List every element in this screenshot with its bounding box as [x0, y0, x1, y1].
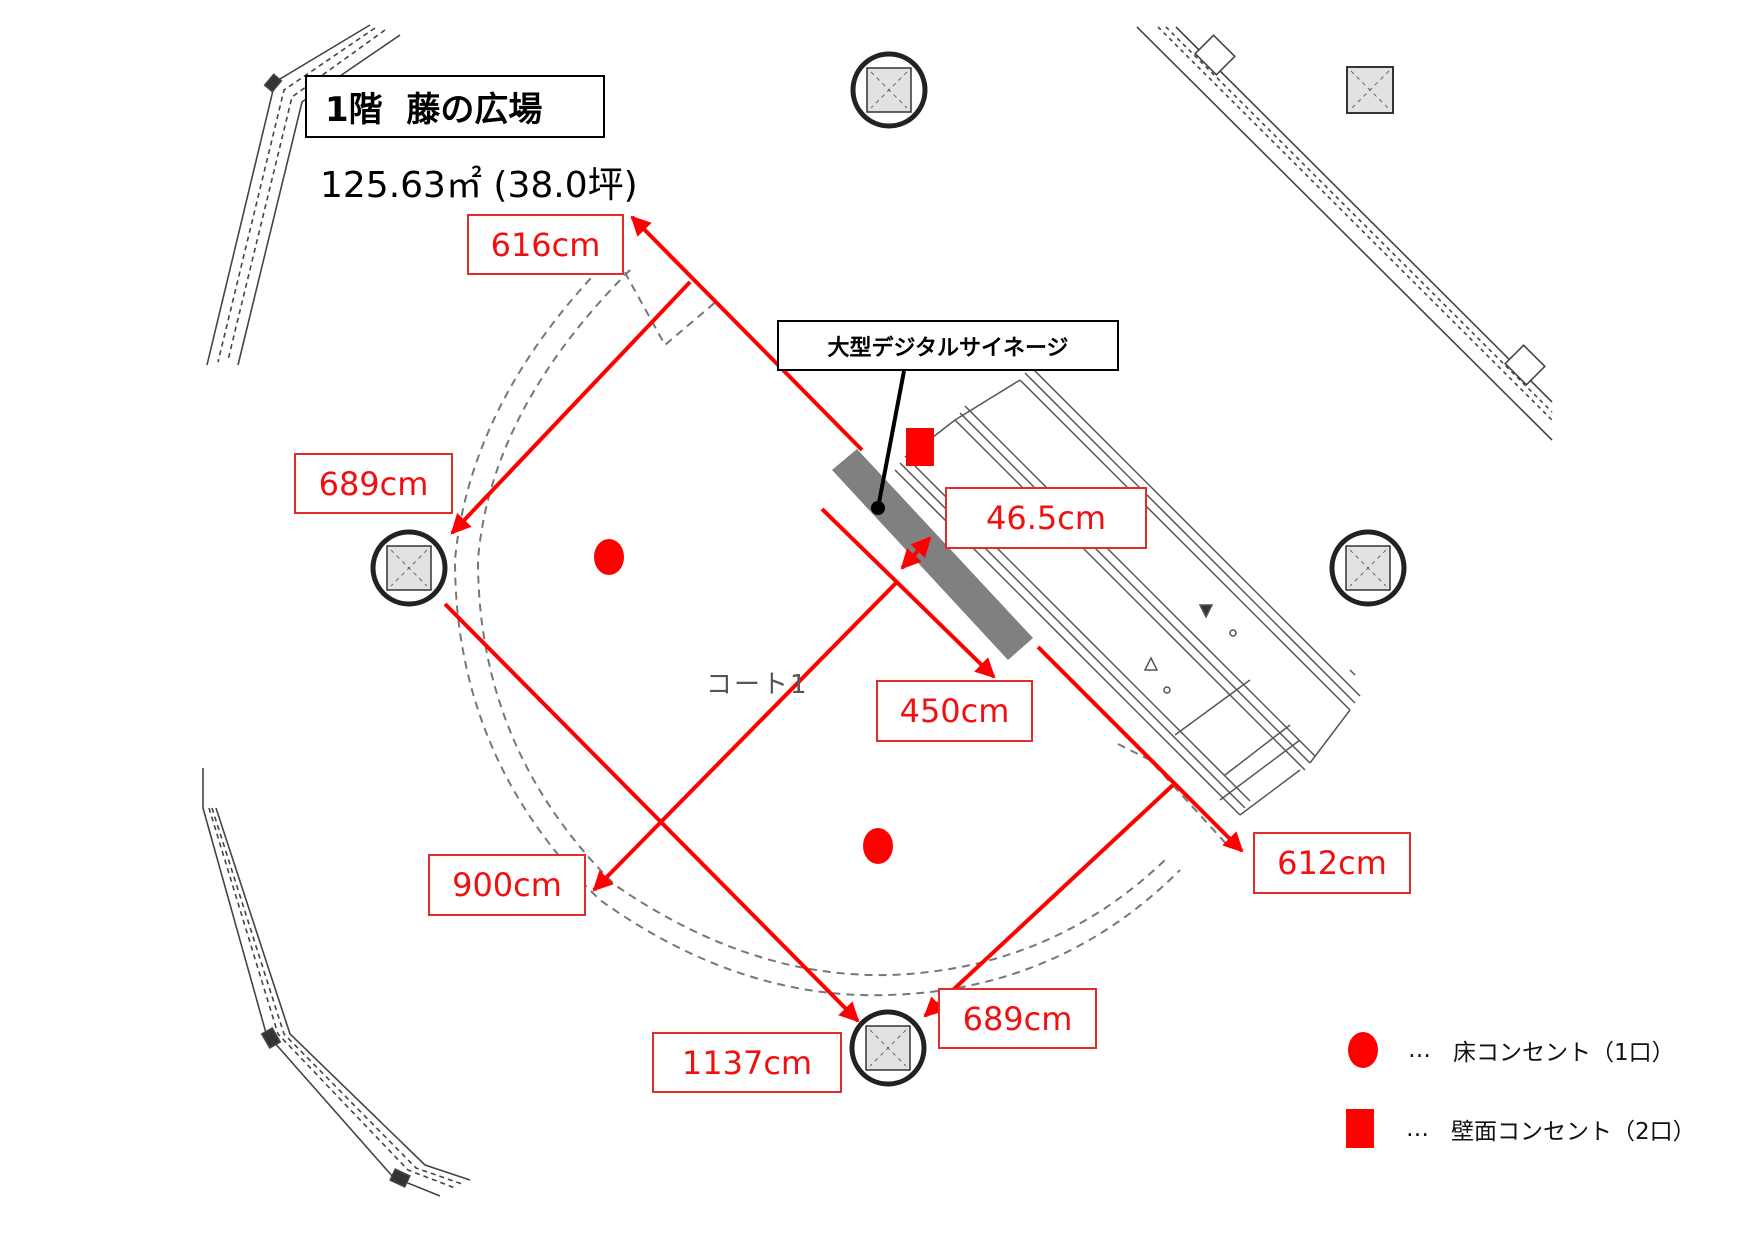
dimension-label-46-5: 46.5cm	[945, 487, 1147, 549]
dimension-label-612: 612cm	[1253, 832, 1411, 894]
pillar-top	[850, 51, 928, 129]
pillar-bottom	[849, 1009, 927, 1087]
wall-left-upper	[206, 24, 401, 366]
wall-top-right	[1136, 26, 1553, 441]
signage-label: 大型デジタルサイネージ	[777, 320, 1119, 371]
dimension-label-689-bottom: 689cm	[938, 988, 1097, 1049]
legend-wall-outlet: … 壁面コンセント（2口）	[1346, 1109, 1696, 1148]
digital-signage-bar	[832, 449, 1033, 660]
legend-ellipsis: …	[1408, 1037, 1431, 1063]
signage-leader-dot	[871, 501, 885, 515]
red-rectangle-icon	[1346, 1109, 1374, 1148]
dimension-label-450: 450cm	[876, 680, 1033, 742]
wall-outlet	[906, 428, 934, 466]
wall-left-lower	[202, 768, 471, 1197]
dimension-lines	[443, 215, 1244, 1023]
signage-leader-line	[876, 370, 906, 509]
legend-label: 壁面コンセント（2口）	[1451, 1118, 1696, 1145]
legend-ellipsis: …	[1406, 1115, 1429, 1142]
page-title: 1階 藤の広場	[305, 75, 605, 138]
dimension-label-689-left: 689cm	[294, 453, 453, 514]
red-circle-icon	[1348, 1032, 1378, 1068]
court-label: コート1	[706, 670, 809, 700]
dimension-label-616: 616cm	[467, 214, 624, 275]
signage-depth-arrow	[900, 536, 932, 570]
area-text: 125.63㎡ (38.0坪)	[320, 165, 638, 206]
dimension-label-900: 900cm	[428, 854, 586, 916]
pillar-square-top-right	[1346, 66, 1394, 114]
pillar-right	[1329, 529, 1407, 607]
floor-outlet-1	[594, 539, 624, 575]
stage-stairs	[894, 365, 1361, 816]
dimension-label-1137: 1137cm	[652, 1032, 842, 1093]
pillar-left	[370, 529, 448, 607]
legend-floor-outlet: … 床コンセント（1口）	[1348, 1032, 1675, 1068]
legend-label: 床コンセント（1口）	[1453, 1040, 1675, 1066]
floor-outlet-2	[863, 828, 893, 864]
